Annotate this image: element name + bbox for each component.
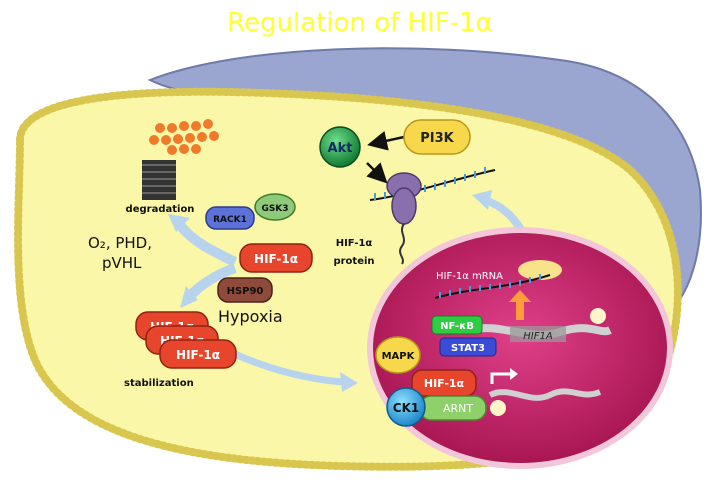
pi3k-akt-arrow: [367, 131, 405, 151]
o2-phd-label: O₂, PHD,: [88, 234, 152, 252]
pvhl-label: pVHL: [102, 254, 142, 272]
ribosome: [386, 172, 422, 225]
dna-helix-lower: [488, 388, 602, 401]
hif-mrna-label: HIF-1α mRNA: [436, 271, 503, 282]
stabilization-label: stabilization: [124, 378, 194, 389]
vesicle: [490, 400, 506, 416]
cytoplasmic-mrna: [369, 169, 496, 201]
peptide-fragments: [149, 119, 219, 155]
hypoxia-label: Hypoxia: [218, 307, 283, 326]
arrow-to-degradation: [173, 219, 238, 267]
mapk-molecule: [375, 336, 421, 374]
hif1a-label: HIF-1α: [254, 252, 298, 266]
mapk-label: MAPK: [382, 351, 416, 362]
gsk3-label: GSK3: [261, 204, 288, 214]
nfkb-label: NF-κB: [440, 321, 474, 332]
pi3k-label: PI3K: [420, 131, 454, 146]
arrow-to-nucleus: [228, 348, 346, 386]
akt-molecule: [319, 126, 361, 168]
hif1a-stack-molecule: [159, 339, 237, 369]
arnt-label: ARNT: [443, 402, 473, 415]
hif1a-molecule: [239, 243, 313, 273]
degradation-label: degradation: [126, 204, 195, 215]
ck1-molecule: [386, 387, 426, 427]
proteasome: [142, 160, 176, 200]
stat3-label: STAT3: [451, 343, 485, 354]
akt-ribosome-arrow: [366, 162, 388, 184]
page-title: Regulation of HIF-1α: [227, 8, 493, 38]
rack1-molecule: [205, 206, 255, 230]
pi3k-molecule: [403, 119, 471, 155]
stat3-molecule: [439, 337, 497, 357]
hif1a-gene-label: HIF1A: [523, 331, 553, 342]
gsk3-molecule: [254, 193, 296, 221]
hif1a-stack-label: HIF-1α: [176, 348, 220, 362]
hif-protein-label: HIF-1α: [336, 238, 373, 249]
akt-label: Akt: [328, 141, 353, 156]
rack1-label: RACK1: [213, 215, 247, 225]
nucleolus: [518, 260, 562, 280]
up-arrow: [509, 290, 531, 320]
ck1-label: CK1: [393, 401, 419, 415]
hsp90-molecule: [217, 277, 273, 303]
vesicle: [590, 308, 606, 324]
transcription-arrow: [490, 372, 510, 384]
hsp90-label: HSP90: [227, 286, 264, 297]
nascent-protein: [399, 223, 405, 265]
hif1a-nucleus-label: HIF-1α: [424, 377, 465, 390]
hif1a-gene-box: [510, 326, 566, 342]
nfkb-molecule: [431, 315, 483, 335]
hif-protein-label-2: protein: [333, 256, 374, 267]
